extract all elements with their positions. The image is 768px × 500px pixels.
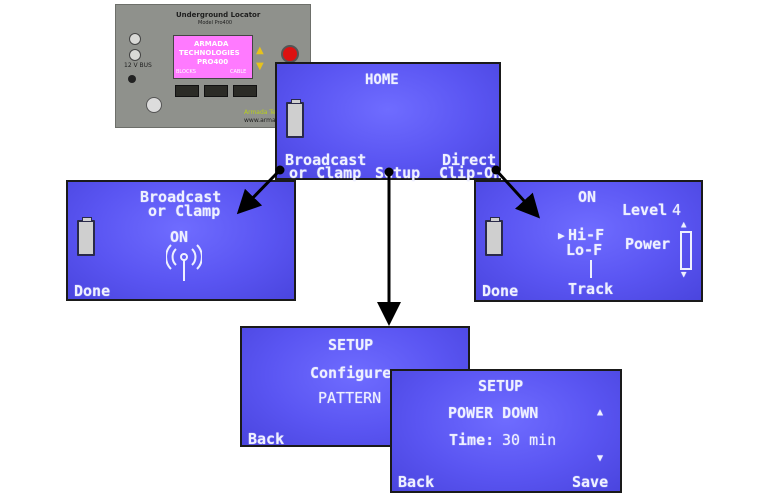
- device-model: Model Pro400: [198, 20, 233, 26]
- up-arrow-icon[interactable]: ▲: [597, 407, 604, 418]
- device-title: Underground Locator: [176, 11, 261, 19]
- battery-icon: [286, 99, 304, 138]
- selector-icon: ▶: [558, 229, 565, 242]
- device-display-line3: PRO400: [197, 58, 229, 66]
- hi-f-option[interactable]: Hi-F: [568, 226, 605, 244]
- device-display-left: BLOCKS: [176, 69, 196, 75]
- broadcast-title-line1: Broadcast: [140, 188, 222, 206]
- device-url: www.armad: [244, 117, 280, 124]
- device-display-line1: ARMADA: [194, 40, 229, 48]
- up-arrow-icon[interactable]: ▲: [681, 220, 687, 230]
- arrow-to-direct: [491, 165, 541, 219]
- home-title: HOME: [365, 72, 399, 88]
- connector-icon: [129, 33, 141, 45]
- time-value[interactable]: 30 min: [502, 431, 557, 449]
- setup-screen-power-down: SETUP POWER DOWN Time: 30 min ▲ ▼ Back S…: [390, 369, 622, 493]
- arrow-to-setup: [377, 167, 401, 326]
- done-button[interactable]: Done: [482, 282, 519, 300]
- track-label: Track: [568, 280, 614, 298]
- up-arrow-icon[interactable]: ▲: [256, 45, 264, 56]
- device-display-right: CABLE: [230, 69, 247, 75]
- broadcast-status: ON: [170, 228, 189, 246]
- done-button[interactable]: Done: [74, 282, 111, 300]
- broadcast-option-line2[interactable]: or Clamp: [289, 164, 362, 182]
- direct-screen: ON ▶ Hi-F Lo-F Track Level 4 Power ▲ ▼ D…: [474, 180, 703, 302]
- back-button[interactable]: Back: [248, 430, 285, 448]
- connector-icon: [129, 49, 141, 61]
- level-label: Level: [622, 201, 668, 219]
- battery-icon: [77, 217, 95, 256]
- power-down-label: POWER DOWN: [448, 404, 539, 422]
- power-button[interactable]: [146, 97, 162, 113]
- softkey-right-button[interactable]: [233, 85, 257, 97]
- battery-icon: [485, 217, 503, 256]
- power-bar: [680, 231, 692, 270]
- save-button[interactable]: Save: [572, 473, 609, 491]
- bus-label: 12 V BUS: [124, 62, 152, 69]
- direct-option-line1[interactable]: Direct: [442, 151, 497, 169]
- transmit-antenna-icon: [166, 244, 202, 281]
- pattern-value: PATTERN: [318, 389, 382, 407]
- jack-icon: [128, 75, 136, 83]
- device-display: ARMADA TECHNOLOGIES PRO400 BLOCKS CABLE: [173, 35, 253, 79]
- power-label: Power: [625, 235, 671, 253]
- device-footer: Armada Tec: [244, 109, 280, 116]
- setup-title: SETUP: [328, 336, 374, 354]
- arrow-to-broadcast: [236, 165, 285, 215]
- softkey-left-button[interactable]: [175, 85, 199, 97]
- device-display-line2: TECHNOLOGIES: [179, 49, 240, 57]
- configure-label: Configure: [310, 364, 392, 382]
- broadcast-option-line1[interactable]: Broadcast: [285, 151, 367, 169]
- direct-option-line2[interactable]: Clip-On: [439, 164, 503, 182]
- broadcast-title-line2: or Clamp: [148, 202, 221, 220]
- lo-f-option[interactable]: Lo-F: [566, 241, 603, 259]
- down-arrow-icon[interactable]: ▼: [597, 453, 604, 464]
- time-label: Time:: [449, 431, 495, 449]
- direct-title: ON: [578, 188, 597, 206]
- level-value: 4: [672, 201, 682, 219]
- back-button[interactable]: Back: [398, 473, 435, 491]
- down-arrow-icon[interactable]: ▼: [256, 61, 264, 72]
- down-arrow-icon[interactable]: ▼: [681, 270, 687, 280]
- setup-title: SETUP: [478, 377, 524, 395]
- softkey-middle-button[interactable]: [204, 85, 228, 97]
- track-line: [590, 260, 592, 278]
